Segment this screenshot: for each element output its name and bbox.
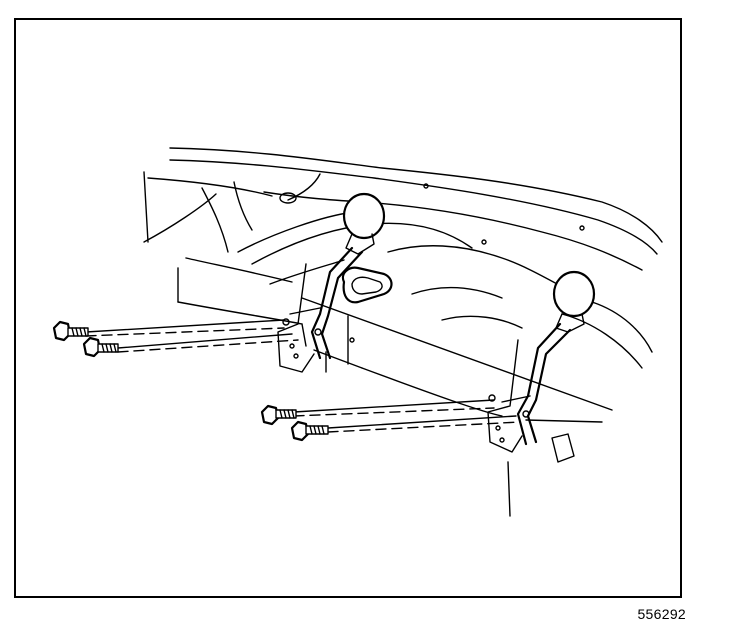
right-upper-bolt-icon [260, 404, 297, 426]
left-lower-bolt-icon [82, 336, 119, 358]
left-upper-bolt-icon [52, 320, 89, 342]
left-bumper-icon [342, 192, 386, 255]
cross-rail-icon [301, 297, 613, 517]
left-bracket-icon [277, 246, 364, 373]
diagram-frame [14, 18, 682, 598]
bolt-alignment-lines [85, 319, 521, 433]
right-bracket-icon [487, 322, 575, 463]
figure-number: 556292 [637, 606, 686, 622]
bracket-installation-drawing [52, 147, 663, 517]
center-loop-icon [341, 266, 393, 304]
right-lower-bolt-icon [290, 420, 329, 442]
